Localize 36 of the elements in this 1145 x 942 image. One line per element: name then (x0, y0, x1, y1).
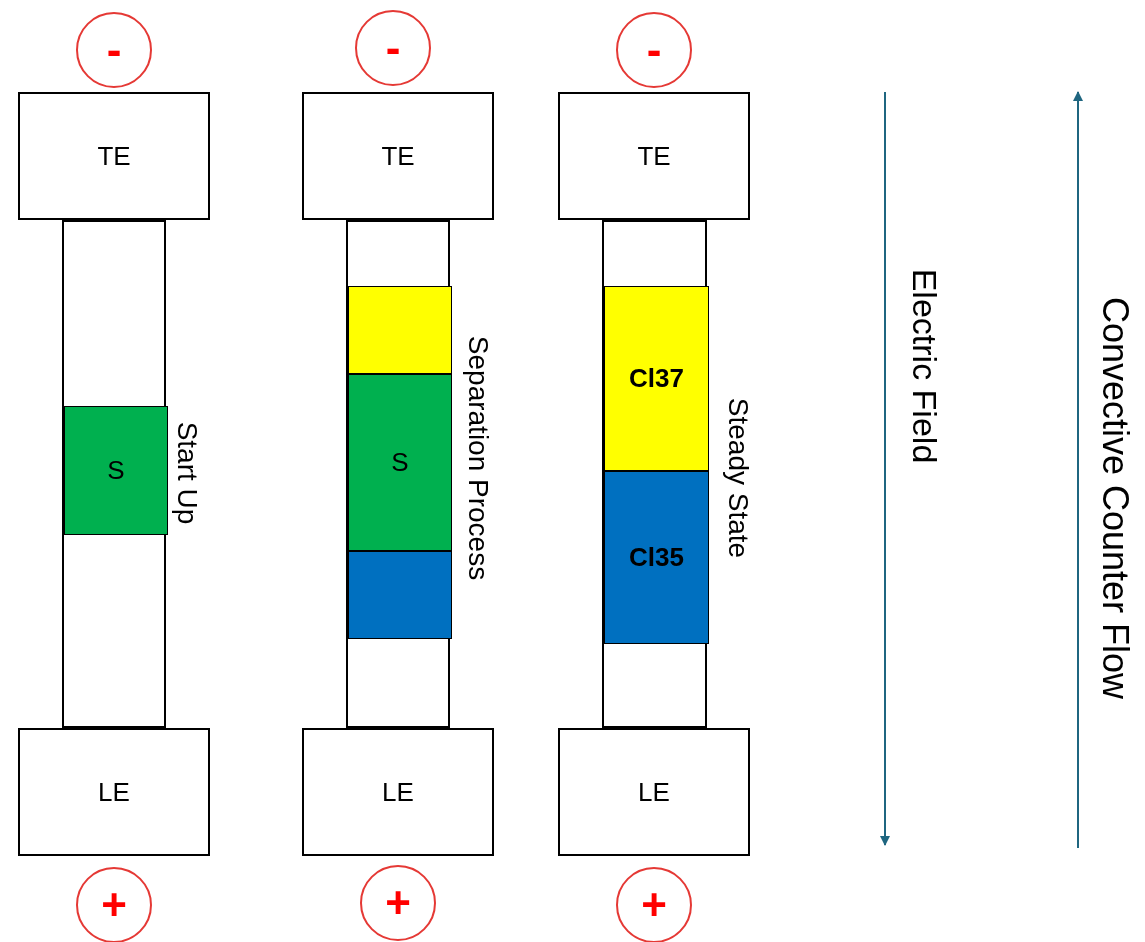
zone-label: TE (381, 139, 415, 173)
polarity-sign: - (646, 28, 662, 72)
zone-label: TE (97, 139, 131, 173)
zone-label: LE (382, 775, 414, 809)
arrow-caption: Convective Counter Flow (1097, 296, 1133, 700)
zone-label: S (391, 446, 409, 479)
zone-label: TE (637, 139, 671, 173)
capillary-tube (602, 220, 707, 728)
zone-label: Cl35 (629, 541, 684, 574)
sample-zone (348, 551, 452, 639)
zone-label: S (107, 454, 125, 487)
electrolyte-box (18, 728, 210, 856)
polarity-sign: + (101, 883, 127, 927)
sample-zone (604, 471, 709, 644)
sample-zone (64, 406, 168, 535)
polarity-sign: + (385, 881, 411, 925)
polarity-sign: + (641, 883, 667, 927)
arrow-caption: Electric Field (908, 268, 942, 464)
sample-zone (348, 374, 452, 551)
capillary-tube (62, 220, 166, 728)
capillary-tube (346, 220, 450, 728)
stage-caption: Separation Process (464, 335, 492, 581)
zone-label: Cl37 (629, 362, 684, 395)
polarity-sign: - (106, 28, 122, 72)
electrolyte-box (302, 728, 494, 856)
stage-caption: Steady State (724, 397, 752, 559)
electrolyte-box (558, 728, 750, 856)
electrolyte-box (558, 92, 750, 220)
sample-zone (348, 286, 452, 374)
electrolyte-box (18, 92, 210, 220)
zone-label: LE (98, 775, 130, 809)
polarity-sign: - (385, 26, 401, 70)
zone-label: LE (638, 775, 670, 809)
electrolyte-box (302, 92, 494, 220)
stage-caption: Start Up (173, 421, 201, 525)
sample-zone (604, 286, 709, 471)
